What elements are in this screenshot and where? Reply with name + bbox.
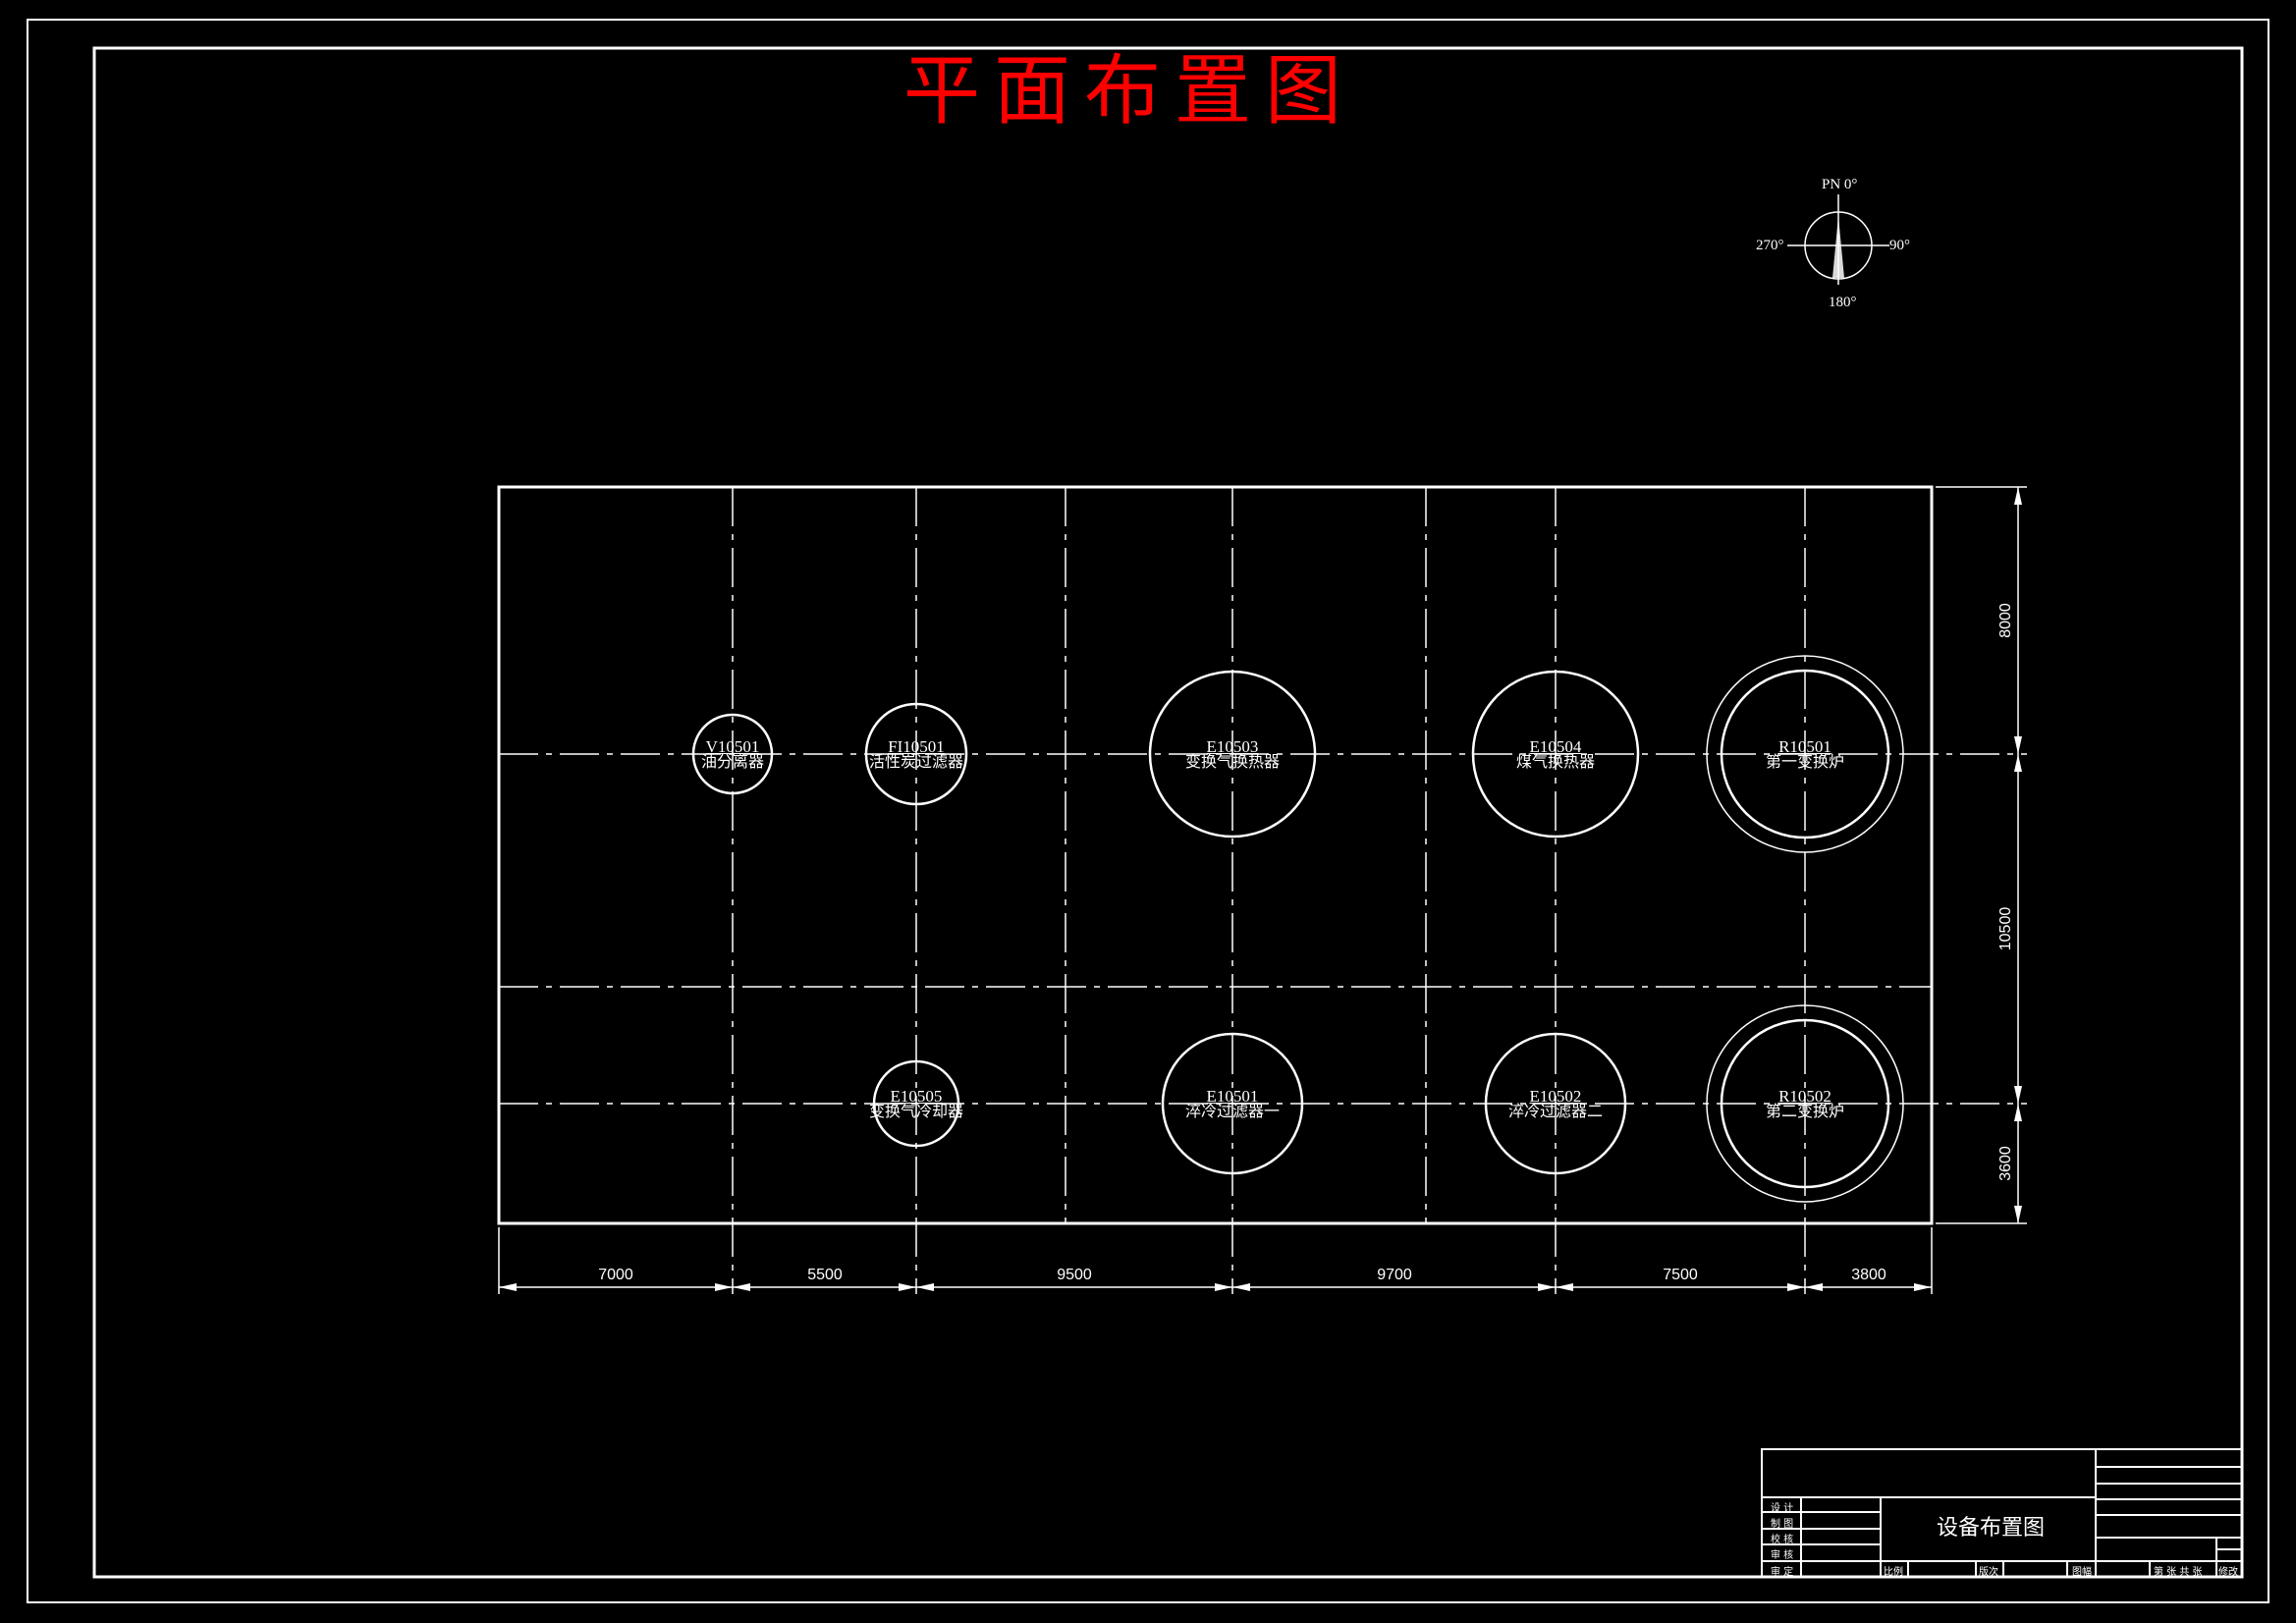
- equipment-tag: E10504: [1529, 737, 1582, 756]
- dimension-label: 3600: [1997, 1146, 2014, 1181]
- equipment-name: 活性炭过滤器: [868, 754, 963, 771]
- equipment-tag: E10505: [890, 1087, 943, 1106]
- size-label: 图幅: [2072, 1567, 2092, 1578]
- plan-boundary: [497, 485, 1934, 1225]
- equipment-name: 淬冷过滤器二: [1507, 1104, 1603, 1120]
- equipment-label: V10501 油分离器: [683, 738, 782, 771]
- equipment-label: E10503 变换气换热器: [1164, 738, 1301, 771]
- page-title: 平面布置图: [903, 47, 1356, 135]
- vertical-dimension-line: [2014, 487, 2022, 1223]
- role-label: 审 定: [1771, 1567, 1794, 1578]
- equipment-label: E10501 淬冷过滤器一: [1164, 1088, 1301, 1120]
- revision-label: 版次: [1979, 1567, 1998, 1578]
- equipment-label: E10502 淬冷过滤器二: [1487, 1088, 1624, 1120]
- equipment-name: 煤气换热器: [1515, 754, 1595, 771]
- equipment-e10502: [1484, 1032, 1627, 1175]
- equipment-tag: V10501: [705, 737, 760, 756]
- equipment-name: 变换气换热器: [1184, 754, 1280, 771]
- dimension-label: 7500: [1663, 1267, 1698, 1283]
- equipment-name: 淬冷过滤器一: [1184, 1104, 1280, 1120]
- compass-east-label: 90°: [1889, 238, 1910, 253]
- equipment-tag: E10501: [1206, 1087, 1259, 1106]
- grid-axes-horizontal: [499, 486, 2027, 1224]
- equipment-label: R10501 第一变换炉: [1736, 738, 1874, 771]
- dimension-label: 7000: [598, 1267, 633, 1283]
- equipment-v10501: [691, 713, 774, 795]
- drawing-name: 设备布置图: [1937, 1516, 2046, 1541]
- equipment-e10503: [1148, 670, 1317, 839]
- scale-label: 比例: [1884, 1567, 1903, 1578]
- dimension-label: 10500: [1997, 906, 2014, 951]
- compass-south-label: 180°: [1829, 295, 1857, 310]
- equipment-name: 变换气冷却器: [868, 1104, 963, 1120]
- equipment-e10504: [1471, 670, 1640, 839]
- equipment-fi10501: [864, 702, 968, 806]
- equipment-e10501: [1161, 1032, 1304, 1175]
- equipment-tag: E10503: [1206, 737, 1259, 756]
- equipment-r10501-outer: [1706, 655, 1904, 853]
- equipment-tag: R10502: [1778, 1087, 1831, 1106]
- outer-border: [27, 19, 2269, 1603]
- dimension-label: 9500: [1057, 1267, 1092, 1283]
- inner-border: [92, 46, 2244, 1579]
- equipment-label: E10504 煤气换热器: [1487, 738, 1624, 771]
- equipment-label: E10505 变换气冷却器: [847, 1088, 985, 1120]
- equipment-tag: R10501: [1778, 737, 1831, 756]
- equipment-r10502-outer: [1706, 1004, 1904, 1203]
- equipment-tag: FI10501: [888, 737, 945, 756]
- equipment-label: FI10501 活性炭过滤器: [847, 738, 985, 771]
- dimension-label: 9700: [1377, 1267, 1412, 1283]
- equipment-e10505: [872, 1059, 960, 1148]
- horizontal-dimension-line: [499, 1283, 1932, 1291]
- equipment-circles: [691, 655, 1904, 1203]
- modify-label: 修改: [2218, 1567, 2238, 1578]
- role-label: 制 图: [1771, 1519, 1794, 1530]
- north-arrow-icon: [1787, 194, 1889, 285]
- equipment-name: 第一变换炉: [1765, 754, 1844, 771]
- role-label: 设 计: [1771, 1503, 1794, 1514]
- equipment-name: 油分离器: [700, 754, 764, 771]
- grid-axes-vertical: [498, 487, 1933, 1294]
- role-label: 校 核: [1771, 1535, 1794, 1545]
- title-block: [1761, 1448, 2243, 1578]
- dimension-label: 8000: [1997, 603, 2014, 638]
- equipment-r10501-inner: [1720, 669, 1890, 839]
- compass-north-label: PN 0°: [1822, 177, 1858, 192]
- equipment-tag: E10502: [1529, 1087, 1582, 1106]
- equipment-name: 第二变换炉: [1765, 1104, 1844, 1120]
- equipment-r10502-inner: [1720, 1018, 1890, 1189]
- dimension-label: 3800: [1851, 1267, 1886, 1283]
- role-label: 审 核: [1771, 1550, 1794, 1561]
- compass-west-label: 270°: [1756, 238, 1784, 253]
- equipment-label: R10502 第二变换炉: [1736, 1088, 1874, 1120]
- dimension-label: 5500: [807, 1267, 843, 1283]
- sheet-label: 第 张 共 张: [2154, 1567, 2203, 1578]
